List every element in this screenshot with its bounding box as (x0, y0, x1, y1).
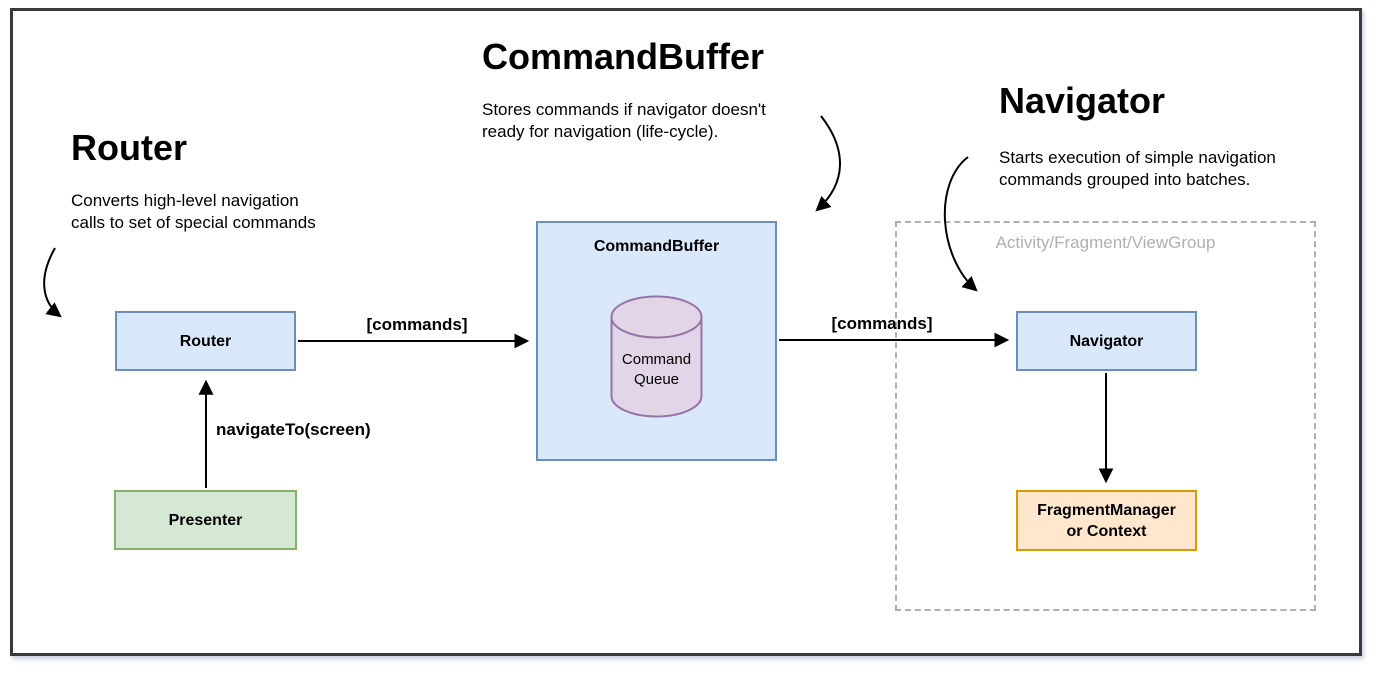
navigator-node: Navigator (1016, 311, 1197, 371)
edge-label-commands-navigator: [commands] (831, 314, 933, 333)
edge-label-commands-router: [commands] (366, 315, 468, 334)
command-buffer-section-description: Stores commands if navigator doesn't rea… (482, 100, 766, 141)
router-node: Router (115, 311, 296, 371)
command-queue-label: Command Queue (621, 351, 692, 388)
edge-label-navigate-to: navigateTo(screen) (216, 420, 371, 439)
router-section-description: Converts high-level navigation calls to … (71, 191, 316, 232)
presenter-node: Presenter (114, 490, 297, 550)
command-queue-cylinder-icon (610, 295, 703, 418)
activity-group-label: Activity/Fragment/ViewGroup (995, 233, 1216, 252)
fragment-manager-node: FragmentManager or Context (1016, 490, 1197, 551)
command-buffer-section-heading: CommandBuffer (482, 36, 765, 77)
navigator-section-description: Starts execution of simple navigation co… (999, 148, 1276, 189)
activity-group-box (895, 221, 1316, 611)
router-section-heading: Router (71, 127, 187, 168)
navigator-section-heading: Navigator (999, 80, 1166, 121)
